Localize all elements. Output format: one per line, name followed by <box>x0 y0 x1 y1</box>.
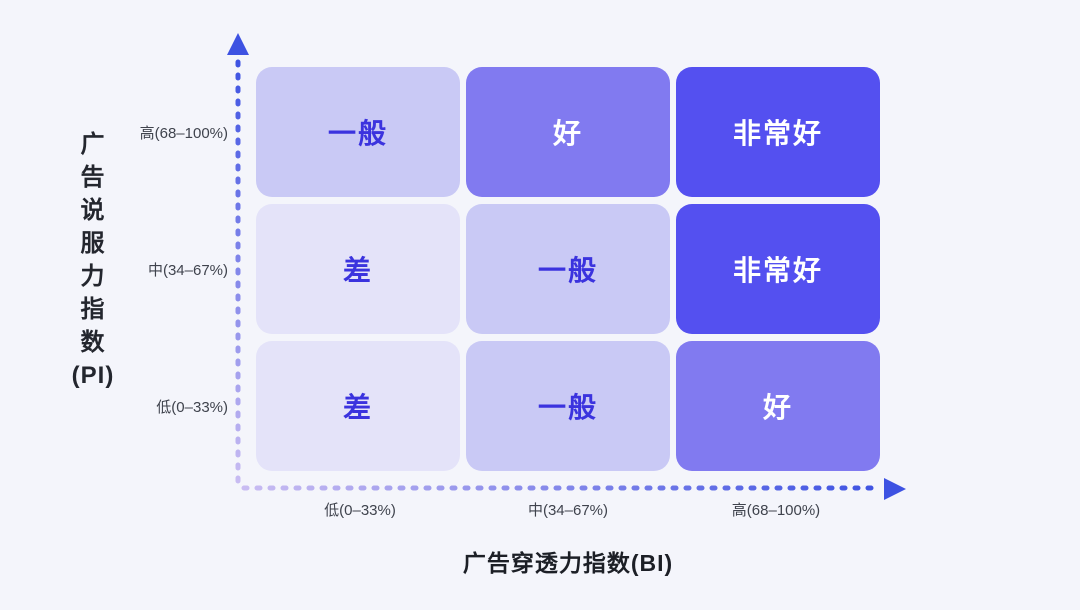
cell-label: 好 <box>552 118 583 149</box>
matrix-cell-poor: 差 <box>256 341 460 471</box>
y-axis-tick-label: 低(0–33%) <box>156 398 228 416</box>
y-axis-title-char: (PI) <box>71 362 115 389</box>
cell-label: 好 <box>762 392 793 423</box>
cell-label: 差 <box>342 392 373 423</box>
cell-label: 一般 <box>537 255 598 286</box>
y-axis-title-char: 告 <box>80 164 106 191</box>
x-axis-tick-label: 低(0–33%) <box>324 502 396 519</box>
cell-label: 非常好 <box>732 118 823 149</box>
matrix-cell-average: 一般 <box>466 341 670 471</box>
y-axis-title: 广告说服力指数 (PI) <box>56 128 130 392</box>
matrix-cell-poor: 差 <box>256 204 460 334</box>
cell-label: 一般 <box>327 118 388 149</box>
x-axis-ticks: 低(0–33%) 中(34–67%) 高(68–100%) <box>256 499 880 520</box>
x-axis-title: 广告穿透力指数(BI) <box>462 550 674 576</box>
cell-label: 一般 <box>537 392 598 423</box>
matrix-cell-good: 好 <box>466 67 670 197</box>
y-axis-title-char: 指 <box>80 296 106 323</box>
x-axis-tick-label: 中(34–67%) <box>527 502 609 519</box>
y-axis-tick-label: 中(34–67%) <box>147 261 228 279</box>
x-axis-arrow-icon <box>884 478 906 500</box>
y-axis-title-char: 服 <box>80 230 106 257</box>
matrix-cell-excellent: 非常好 <box>676 67 880 197</box>
matrix-grid: 一般好非常好差一般非常好差一般好 <box>256 67 880 471</box>
cell-label: 非常好 <box>732 255 823 286</box>
y-axis-title-char: 说 <box>80 197 106 224</box>
y-axis-title-char: 数 <box>80 329 106 356</box>
matrix-cell-average: 一般 <box>256 67 460 197</box>
y-axis-arrow-icon <box>227 33 249 55</box>
y-axis-title-char: 力 <box>80 263 106 290</box>
matrix-cell-excellent: 非常好 <box>676 204 880 334</box>
y-axis-title-char: 广 <box>80 131 106 158</box>
matrix-cell-average: 一般 <box>466 204 670 334</box>
x-axis-tick-label: 高(68–100%) <box>731 502 821 519</box>
y-axis-ticks: 高(68–100%) 中(34–67%) 低(0–33%) <box>60 67 228 471</box>
cell-label: 差 <box>342 255 373 286</box>
matrix-cell-good: 好 <box>676 341 880 471</box>
y-axis-tick-label: 高(68–100%) <box>139 124 228 142</box>
